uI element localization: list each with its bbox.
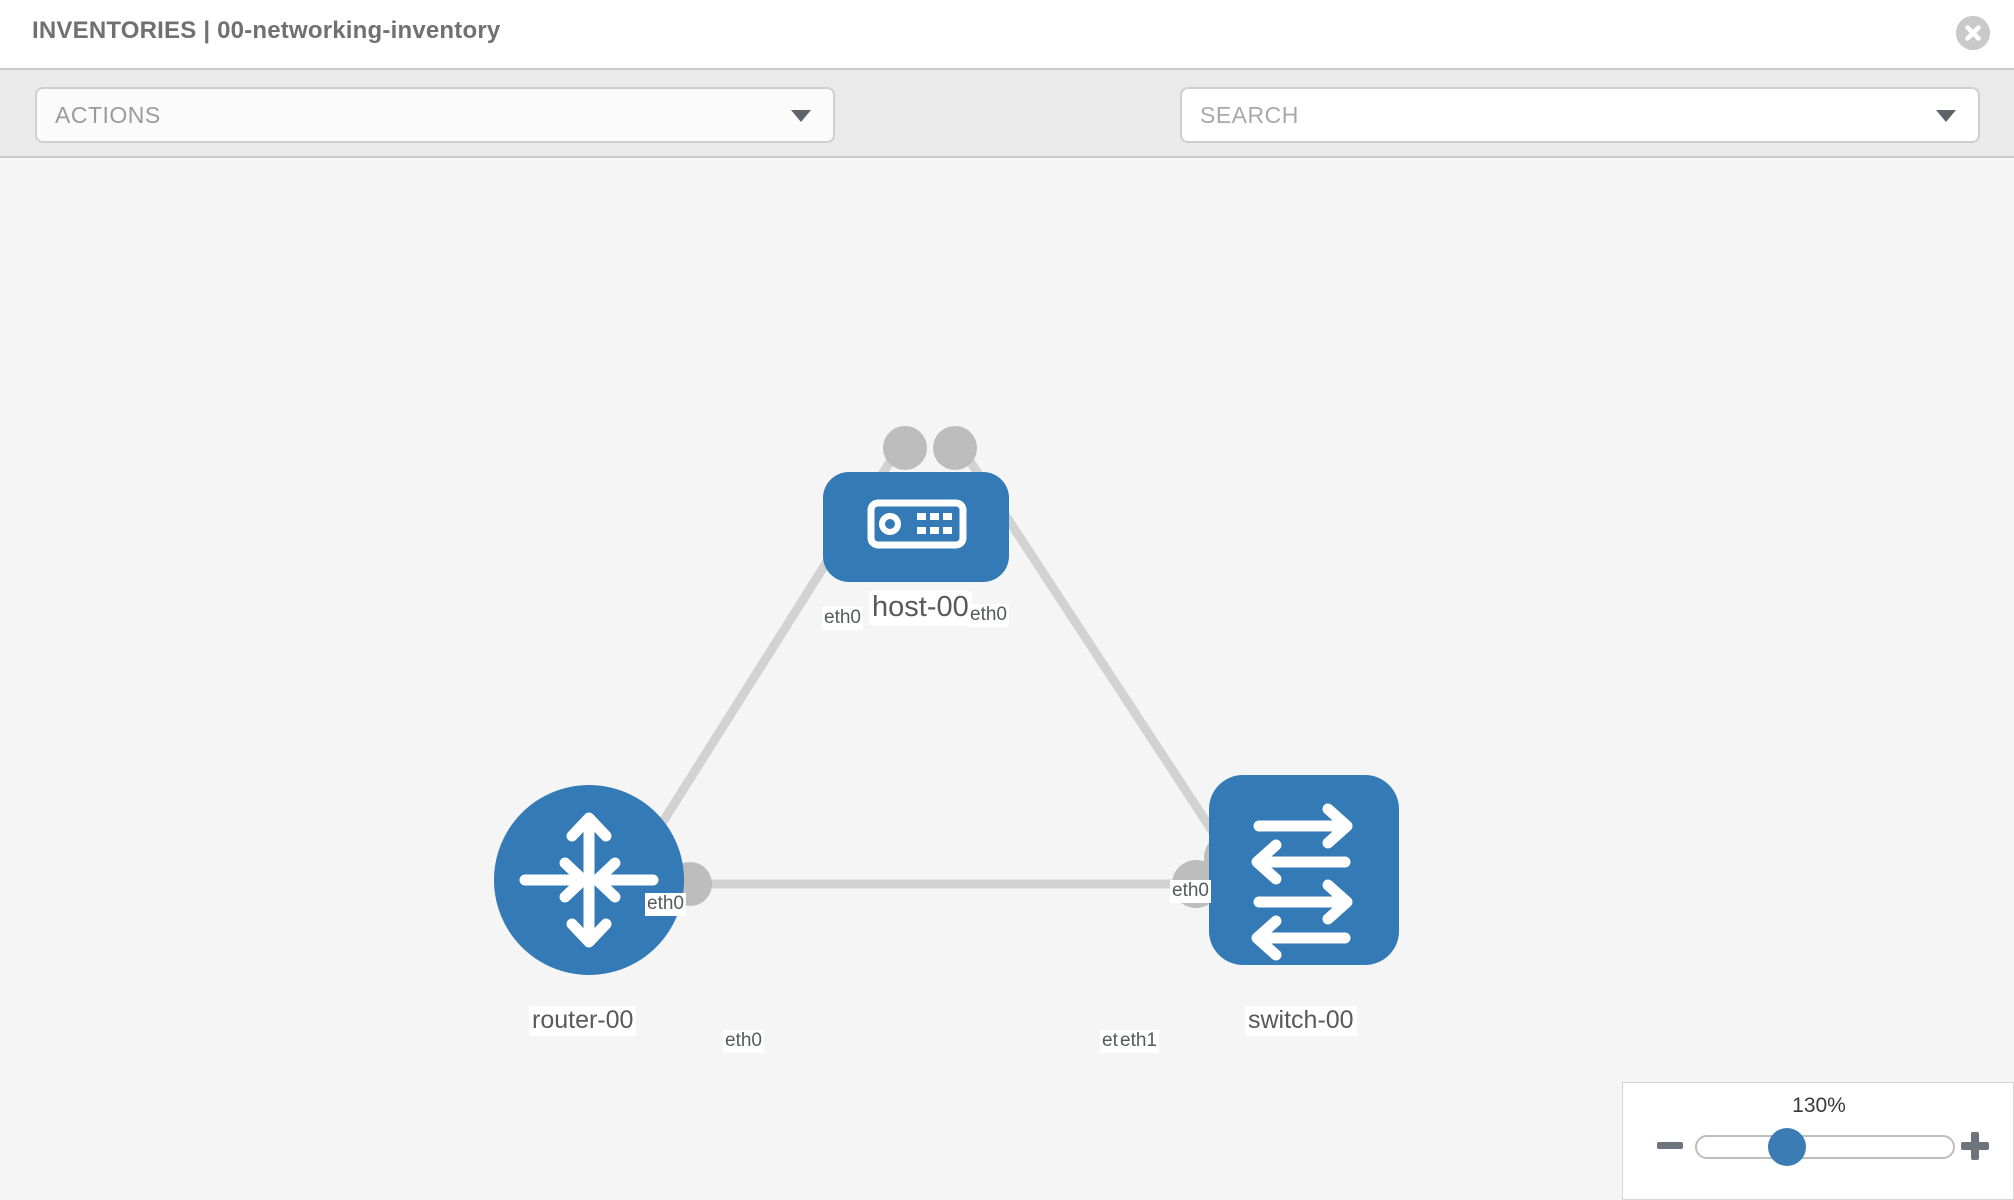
edge-label-host00-router00-target: eth0 bbox=[645, 893, 686, 916]
toolbar: ACTIONS SEARCH bbox=[0, 68, 2014, 200]
router-arrows-icon bbox=[519, 812, 659, 948]
node-switch-00[interactable] bbox=[1209, 775, 1399, 965]
node-host-00[interactable] bbox=[823, 472, 1009, 582]
zoom-control-panel: 130% bbox=[1622, 1082, 2014, 1200]
connector-nub[interactable] bbox=[933, 426, 977, 470]
minus-icon[interactable] bbox=[1655, 1130, 1685, 1160]
search-placeholder: SEARCH bbox=[1200, 102, 1299, 128]
search-input[interactable]: SEARCH bbox=[1180, 87, 1980, 143]
node-router-00[interactable] bbox=[494, 785, 684, 975]
node-label-host-00: host-00 bbox=[869, 591, 972, 625]
switch-arrows-icon bbox=[1251, 803, 1353, 961]
node-label-switch-00: switch-00 bbox=[1245, 1006, 1357, 1036]
connector-nub[interactable] bbox=[883, 426, 927, 470]
chevron-down-icon bbox=[791, 110, 811, 122]
edge-label-host00-router00-source: eth0 bbox=[822, 607, 863, 630]
topology-graph bbox=[494, 426, 1399, 975]
plus-icon[interactable] bbox=[1959, 1130, 1991, 1162]
page-title: INVENTORIES | 00-networking-inventory bbox=[32, 17, 501, 44]
edge-label-router00-switch00-source: eth0 bbox=[723, 1030, 764, 1053]
topology-canvas[interactable]: host-00 router-00 switch-00 eth0 eth0 et… bbox=[0, 158, 2014, 1200]
edge-label-router00-switch00-target: eth1 bbox=[1118, 1030, 1159, 1053]
node-label-router-00: router-00 bbox=[529, 1006, 637, 1036]
edge-label-host00-switch00-target: eth0 bbox=[1170, 880, 1211, 903]
edge-label-host00-switch00-source: eth0 bbox=[968, 604, 1009, 627]
window-header: INVENTORIES | 00-networking-inventory bbox=[0, 0, 2014, 68]
zoom-slider-handle[interactable] bbox=[1768, 1128, 1806, 1166]
close-icon[interactable] bbox=[1956, 16, 1990, 50]
chevron-down-icon bbox=[1936, 110, 1956, 122]
zoom-slider-track[interactable] bbox=[1695, 1135, 1955, 1159]
zoom-level-value: 130% bbox=[1792, 1094, 1846, 1117]
actions-dropdown[interactable]: ACTIONS bbox=[35, 87, 835, 143]
server-icon bbox=[867, 499, 967, 549]
actions-dropdown-label: ACTIONS bbox=[55, 102, 161, 128]
